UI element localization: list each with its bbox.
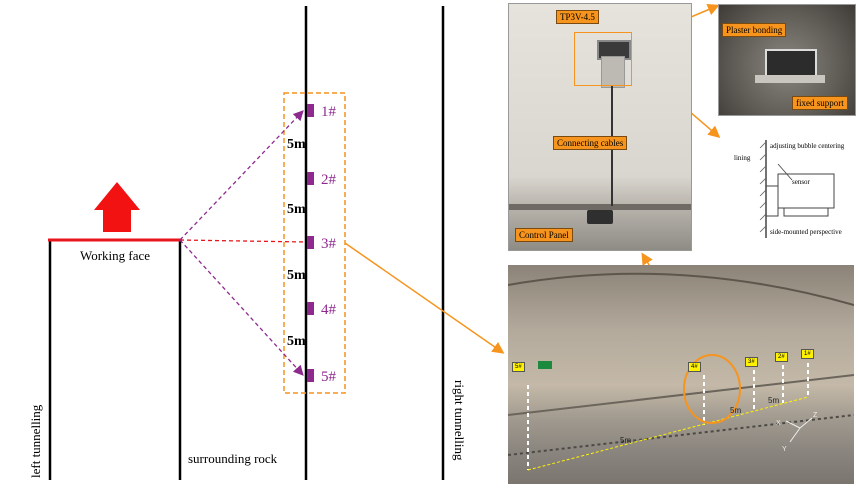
sensor-marker-2 — [307, 172, 314, 185]
spacing-label-2-3: 5m — [287, 202, 306, 217]
spacing-label-3-4: 5m — [287, 268, 306, 283]
distance-label-2: 5m — [730, 406, 741, 415]
control-panel-tag: Control Panel — [515, 228, 573, 242]
surrounding-rock-label: surrounding rock — [188, 451, 278, 466]
control-panel-box — [587, 210, 613, 224]
floor-edge — [509, 204, 691, 210]
tunnel-tag-5: 5# — [512, 362, 525, 372]
sight-line-to-sensor-3 — [179, 239, 307, 243]
tunnel-photo: 5m 5m 5m X Y Z — [508, 265, 854, 484]
sensor-marker-4 — [307, 302, 314, 315]
model-tag: TP3V-4.5 — [556, 10, 599, 24]
schematic-bubble-label: adjusting bubble centering — [770, 142, 845, 150]
schematic-support — [783, 207, 829, 217]
sensor-marker-1 — [307, 104, 314, 117]
spacing-label-4-5: 5m — [287, 334, 306, 349]
install-photo — [508, 3, 692, 251]
schematic-sensor-label: sensor — [792, 178, 811, 186]
spacing-label-1-2: 5m — [287, 137, 306, 152]
detail-support — [755, 75, 825, 83]
sensor-marker-5 — [307, 369, 314, 382]
schematic-bracket — [765, 185, 779, 217]
advance-arrow-icon — [94, 182, 140, 232]
sensor-label-3: 3# — [321, 236, 337, 252]
sight-line-to-sensor-1 — [179, 110, 304, 241]
schematic-perspective-label: side-mounted perspective — [770, 228, 842, 236]
sensor-label-4: 4# — [321, 302, 337, 318]
sensor-highlight-box — [574, 32, 632, 86]
working-face-label: Working face — [80, 248, 150, 263]
tunnel-tag-4: 4# — [688, 362, 701, 372]
sensor-label-2: 2# — [321, 172, 337, 188]
cables-tag: Connecting cables — [553, 136, 628, 150]
sensor-marker-3 — [307, 236, 314, 249]
mounting-schematic: lining adjusting bubble centering sensor… — [734, 140, 845, 238]
left-tunnel-label: left tunnelling — [28, 404, 43, 478]
right-tunnel-label: right tunnelling — [452, 380, 467, 461]
tunnel-tag-2: 2# — [775, 352, 788, 362]
sensor-label-1: 1# — [321, 104, 337, 120]
exit-sign-icon — [538, 361, 552, 369]
distance-label-3: 5m — [768, 396, 779, 405]
guide-arrow-to-tunnel-photo — [344, 242, 505, 354]
sensor-label-5: 5# — [321, 369, 337, 385]
plaster-bonding-tag: Plaster bonding — [722, 23, 787, 37]
sight-line-to-sensor-5 — [179, 239, 304, 376]
sensor-4-highlight — [683, 354, 741, 424]
distance-label-1: 5m — [620, 436, 631, 445]
axis-x-label: X — [776, 420, 781, 427]
schematic-lining-label: lining — [734, 154, 751, 162]
sensor-mount — [601, 56, 625, 88]
fixed-support-tag: fixed support — [792, 96, 848, 110]
axis-z-label: Z — [813, 412, 818, 419]
tunnel-tag-3: 3# — [745, 357, 758, 367]
tunnel-photo-overlay: 5m 5m 5m X Y Z — [508, 272, 854, 471]
axis-y-label: Y — [782, 446, 787, 453]
tunnel-tag-1: 1# — [801, 349, 814, 359]
